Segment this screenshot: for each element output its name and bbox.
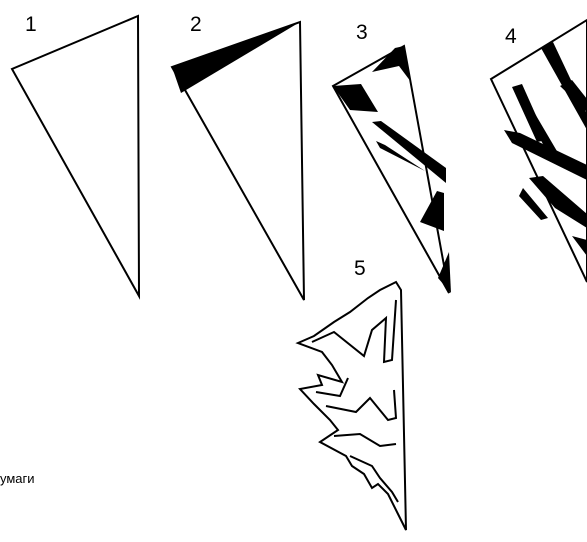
step-1-triangle bbox=[12, 16, 139, 296]
step-4-triangle bbox=[491, 20, 587, 282]
step-2-triangle bbox=[172, 22, 304, 300]
step-5-cut-shape bbox=[298, 282, 406, 530]
step-3-triangle bbox=[333, 46, 451, 293]
